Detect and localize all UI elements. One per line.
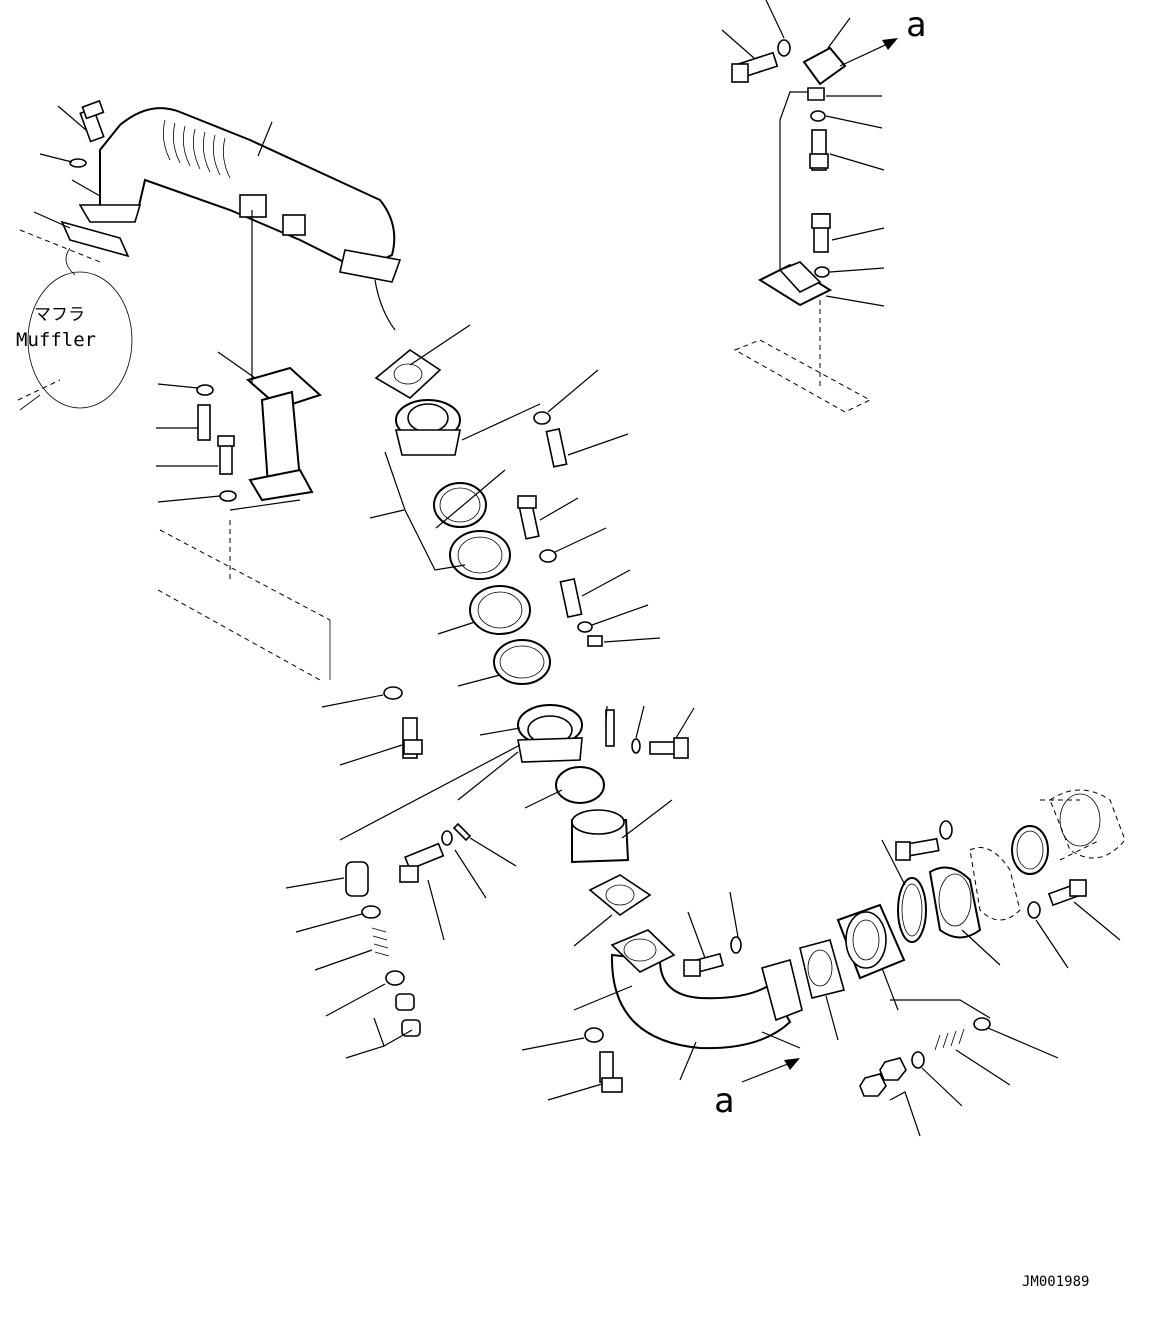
bolt-icon: [79, 99, 105, 143]
muffler-outline: マフラ Muffler: [16, 229, 133, 411]
pipe-support-stand: [156, 210, 322, 503]
elbow-pipe-assembly: a: [521, 891, 803, 1121]
view-a-label-bottom: a: [714, 1081, 734, 1121]
exhaust-pipe-assembly: [60, 99, 402, 283]
top-left-leaders: [33, 105, 273, 229]
center-flange-stack: [369, 279, 673, 947]
view-a-label-top: a: [906, 5, 926, 45]
frame-section: [157, 499, 331, 681]
muffler-label-jp: マフラ: [34, 305, 85, 325]
bracket-detail-view-a: a: [721, 0, 926, 413]
turbo-connection-assembly: [799, 789, 1126, 1137]
muffler-label-en: Muffler: [16, 329, 96, 351]
drawing-code: JM001989: [1022, 1274, 1089, 1290]
center-hardware: [285, 369, 695, 1059]
